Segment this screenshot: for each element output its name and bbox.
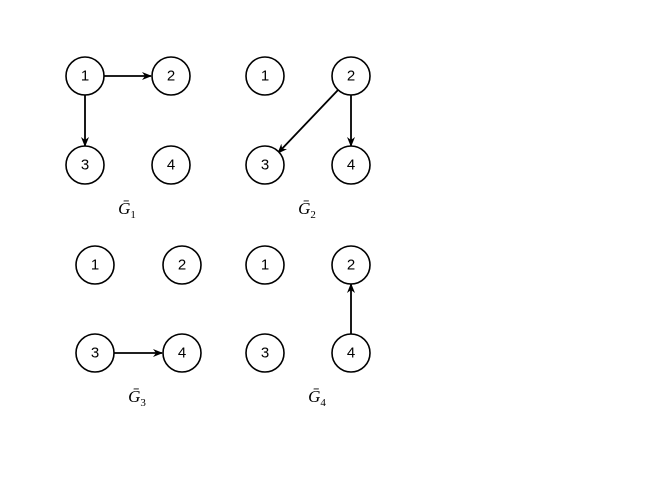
graph-node: 4 xyxy=(151,145,191,185)
graph-2: 1 2 3 4 Ḡ2 xyxy=(245,56,371,221)
graph-node: 4 xyxy=(162,333,202,373)
edge-2-3 xyxy=(277,89,339,154)
graph-node: 3 xyxy=(245,333,285,373)
graph-node: 1 xyxy=(75,245,115,285)
svg-text:1: 1 xyxy=(81,68,89,85)
svg-text:3: 3 xyxy=(261,157,269,174)
graph-3: 1 2 3 4 Ḡ3 xyxy=(75,245,202,409)
svg-text:2: 2 xyxy=(347,68,355,85)
svg-text:4: 4 xyxy=(167,157,175,174)
svg-text:2: 2 xyxy=(167,68,175,85)
svg-text:2: 2 xyxy=(347,257,355,274)
graph-node: 2 xyxy=(331,56,371,96)
graph-1: 1 2 3 4 Ḡ1 xyxy=(65,56,191,221)
graph-node: 3 xyxy=(245,145,285,185)
graph-node: 3 xyxy=(65,145,105,185)
svg-text:4: 4 xyxy=(178,345,186,362)
svg-text:3: 3 xyxy=(91,345,99,362)
svg-text:1: 1 xyxy=(261,257,269,274)
svg-text:4: 4 xyxy=(347,345,355,362)
graph-node: 4 xyxy=(331,145,371,185)
graph-label-2: Ḡ2 xyxy=(298,199,316,221)
graph-node: 2 xyxy=(331,245,371,285)
svg-text:4: 4 xyxy=(347,157,355,174)
graph-label-4: Ḡ4 xyxy=(308,387,326,409)
graph-node: 3 xyxy=(75,333,115,373)
graph-node: 2 xyxy=(162,245,202,285)
graph-node: 4 xyxy=(331,333,371,373)
graph-4: 1 2 3 4 Ḡ4 xyxy=(245,245,371,409)
svg-text:3: 3 xyxy=(261,345,269,362)
svg-text:2: 2 xyxy=(178,257,186,274)
graph-node: 1 xyxy=(245,56,285,96)
graph-node: 1 xyxy=(65,56,105,96)
graph-node: 2 xyxy=(151,56,191,96)
graph-node: 1 xyxy=(245,245,285,285)
svg-text:3: 3 xyxy=(81,157,89,174)
graph-label-1: Ḡ1 xyxy=(118,199,136,221)
graph-label-3: Ḡ3 xyxy=(128,387,146,409)
svg-text:1: 1 xyxy=(91,257,99,274)
svg-text:1: 1 xyxy=(261,68,269,85)
